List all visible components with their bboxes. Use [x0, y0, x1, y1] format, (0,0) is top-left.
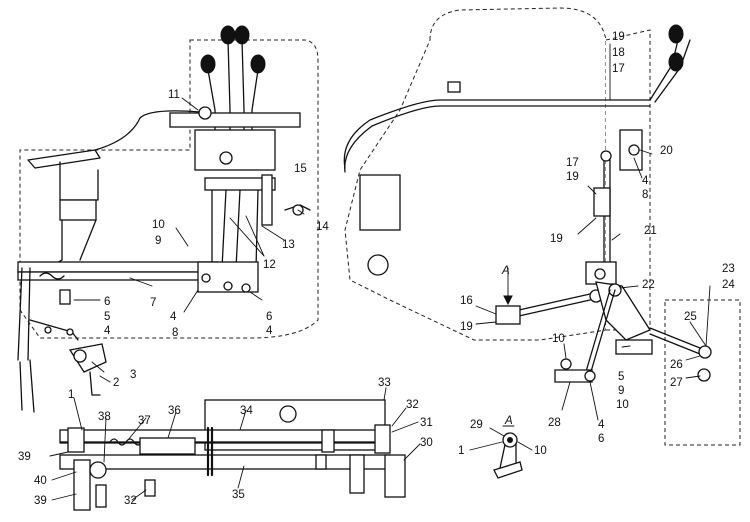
callout-4: 4 [104, 325, 111, 337]
lever-knob-3 [234, 25, 250, 45]
callout-r17b: 17 [566, 157, 579, 169]
view-arrow-label: A [501, 265, 510, 277]
callout-r19b: 19 [566, 171, 579, 183]
callout-15: 15 [294, 163, 307, 175]
callout-b39b: 39 [34, 495, 47, 507]
bottom-callout-leaders [49, 387, 421, 501]
left-lower-linkage [17, 267, 107, 413]
left-callout-leaders [73, 97, 305, 383]
callout-r28: 28 [548, 417, 561, 429]
callout-13: 13 [282, 239, 295, 251]
lever-knob-2 [220, 25, 236, 45]
callout-6b: 6 [266, 311, 272, 323]
callout-r18: 18 [612, 47, 625, 59]
callout-r23: 23 [722, 263, 735, 275]
callout-11: 11 [168, 89, 180, 101]
callout-b33: 33 [378, 377, 391, 389]
right-upper-tube [343, 24, 691, 173]
callout-5: 5 [104, 311, 110, 323]
callout-r20: 20 [660, 145, 673, 157]
callout-9: 9 [155, 235, 161, 247]
callout-r22: 22 [642, 279, 655, 291]
callout-r27: 27 [670, 377, 683, 389]
callout-r17a: 17 [612, 63, 625, 75]
callout-r25: 25 [684, 311, 697, 323]
callout-r5: 5 [618, 371, 624, 383]
callout-r19c: 19 [550, 233, 563, 245]
callout-4b: 4 [170, 311, 177, 323]
callout-b38: 38 [98, 411, 111, 423]
callout-r16: 16 [460, 295, 473, 307]
callout-4c: 4 [266, 325, 273, 337]
callout-r19a: 19 [612, 31, 625, 43]
callout-6: 6 [104, 296, 110, 308]
callout-r24: 24 [722, 279, 735, 291]
detail-a-title: A [504, 415, 513, 427]
callout-labels: 11 10 9 12 13 14 15 6 5 4 7 4 8 6 4 3 2 … [18, 31, 735, 507]
callout-r26: 26 [670, 359, 683, 371]
callout-b36: 36 [168, 405, 181, 417]
callout-b35: 35 [232, 489, 245, 501]
callout-2: 2 [113, 377, 119, 389]
callout-b32b: 32 [124, 495, 137, 507]
detail-view-a [469, 425, 533, 479]
callout-d1: 1 [458, 445, 464, 457]
callout-b30: 30 [420, 437, 433, 449]
callout-r4b: 4 [598, 419, 605, 431]
callout-b1: 1 [68, 389, 74, 401]
right-vertical-linkage [585, 129, 643, 291]
callout-r10a: 10 [552, 333, 565, 345]
left-seat-bracket [27, 110, 201, 269]
lever-knob-1 [200, 54, 216, 74]
callout-r19d: 19 [460, 321, 473, 333]
right-tractor-silhouette [344, 7, 741, 446]
callout-b40: 40 [34, 475, 47, 487]
callout-8: 8 [172, 327, 178, 339]
callout-b34: 34 [240, 405, 253, 417]
callout-d10: 10 [534, 445, 547, 457]
callout-r4a: 4 [642, 175, 649, 187]
left-horizontal-rod [17, 261, 259, 305]
bottom-rod-assembly [59, 399, 406, 511]
right-lever-knob-2 [668, 52, 684, 72]
callout-b37: 37 [138, 415, 151, 427]
callout-b39a: 39 [18, 451, 31, 463]
callout-r8: 8 [642, 189, 648, 201]
right-lever-knob-1 [668, 24, 684, 44]
lever-knob-4 [250, 54, 266, 74]
callout-14: 14 [316, 221, 329, 233]
callout-b31: 31 [420, 417, 433, 429]
callout-r10b: 10 [616, 399, 629, 411]
right-callout-leaders [475, 43, 711, 421]
callout-10: 10 [152, 219, 165, 231]
left-valve-block [169, 106, 311, 269]
callout-3: 3 [130, 369, 136, 381]
callout-12: 12 [263, 259, 276, 271]
callout-7: 7 [150, 297, 156, 309]
callout-b32a: 32 [406, 399, 419, 411]
callout-r9: 9 [618, 385, 624, 397]
right-lower-linkage [495, 281, 712, 383]
callout-d29: 29 [470, 419, 483, 431]
callout-r6: 6 [598, 433, 604, 445]
callout-r21: 21 [644, 225, 657, 237]
